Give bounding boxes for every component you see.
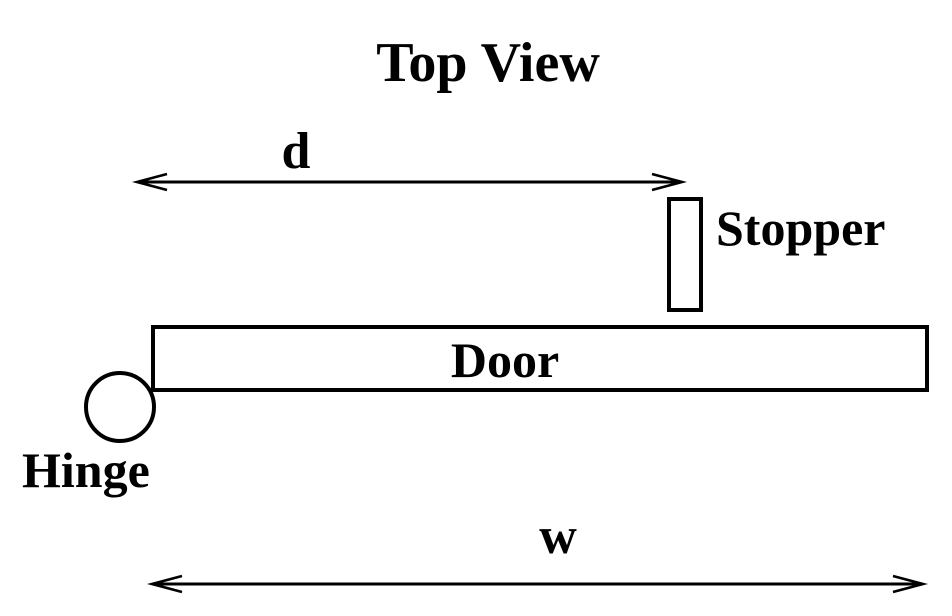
width-w-arrow xyxy=(146,574,929,594)
width-w-label: w xyxy=(539,508,577,565)
stopper-rect xyxy=(667,197,703,312)
door-rect xyxy=(151,325,929,392)
hinge-label: Hinge xyxy=(22,442,150,498)
diagram-title: Top View xyxy=(376,32,600,94)
door-label: Door xyxy=(451,332,559,388)
stopper-label: Stopper xyxy=(716,200,885,256)
distance-d-arrow xyxy=(131,172,688,192)
hinge-circle xyxy=(84,371,156,443)
distance-d-label: d xyxy=(282,123,311,180)
